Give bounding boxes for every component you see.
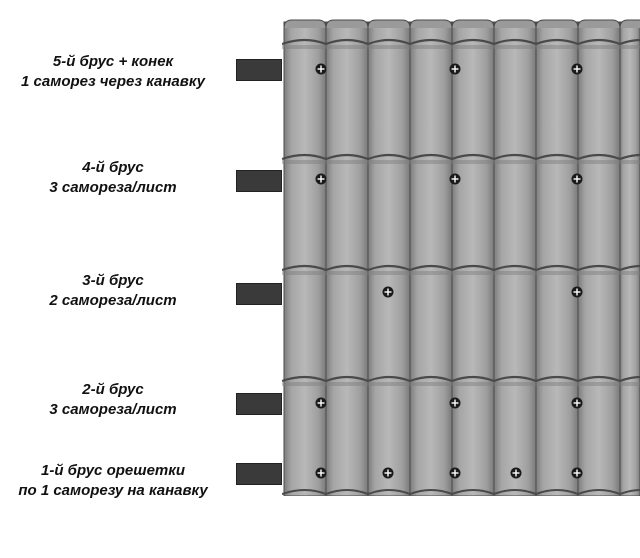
row-1-label: 1-й брус орешетки по 1 саморезу на канав… <box>0 461 228 501</box>
tile-step-line <box>282 375 640 383</box>
screw-icon <box>571 63 583 75</box>
metal-tile-roof <box>282 19 640 496</box>
roof-wave-cap <box>367 19 411 29</box>
row-5-title: 5-й брус + конек <box>52 53 174 70</box>
batten-1 <box>236 463 282 485</box>
roof-wave-column <box>283 21 327 496</box>
tile-step-shadow <box>282 45 640 49</box>
batten-2 <box>236 393 282 415</box>
roof-wave-column <box>619 21 640 496</box>
row-1-title: 1-й брус орешетки <box>40 462 186 479</box>
row-5-note: 1 саморез через канавку <box>21 73 205 90</box>
screw-icon <box>571 173 583 185</box>
row-5-label: 5-й брус + конек 1 саморез через канавку <box>0 52 228 92</box>
roof-wave-cap <box>409 19 453 29</box>
screw-icon <box>571 397 583 409</box>
roof-wave-cap <box>493 19 537 29</box>
screws <box>315 63 583 479</box>
batten-3 <box>236 283 282 305</box>
roof-wave-cap <box>619 19 640 29</box>
roof-wave-cap <box>577 19 621 29</box>
roof-wave-column <box>367 21 411 496</box>
tile-step-line <box>282 264 640 272</box>
screw-icon <box>315 63 327 75</box>
row-4-label: 4-й брус 3 самореза/лист <box>0 158 228 198</box>
roof-wave-cap <box>535 19 579 29</box>
roof-sheets <box>283 19 640 496</box>
screw-icon <box>449 467 461 479</box>
screw-icon <box>382 467 394 479</box>
batten-5 <box>236 59 282 81</box>
screw-icon <box>315 397 327 409</box>
row-2-title: 2-й брус <box>82 381 144 398</box>
screw-icon <box>510 467 522 479</box>
screw-icon <box>571 467 583 479</box>
tile-step-line <box>282 153 640 161</box>
row-3-note: 2 самореза/лист <box>49 292 177 309</box>
tile-step-shadow <box>282 382 640 386</box>
row-3-title: 3-й брус <box>82 272 144 289</box>
roof-wave-column <box>493 21 537 496</box>
row-2-note: 3 самореза/лист <box>49 401 177 418</box>
tile-step-line <box>282 38 640 46</box>
roof-wave-column <box>535 21 579 496</box>
row-2-label: 2-й брус 3 самореза/лист <box>0 380 228 420</box>
roof-wave-column <box>325 21 369 496</box>
screw-icon <box>449 63 461 75</box>
screw-icon <box>382 286 394 298</box>
row-1-note: по 1 саморезу на канавку <box>18 482 208 499</box>
screw-icon <box>571 286 583 298</box>
screw-icon <box>449 397 461 409</box>
roof-wave-column <box>451 21 495 496</box>
row-3-label: 3-й брус 2 самореза/лист <box>0 271 228 311</box>
tile-steps <box>282 38 640 496</box>
row-4-title: 4-й брус <box>82 159 144 176</box>
roof-wave-cap <box>283 19 327 29</box>
tile-step-shadow <box>282 271 640 275</box>
screw-icon <box>449 173 461 185</box>
roof-wave-cap <box>451 19 495 29</box>
roof-wave-column <box>409 21 453 496</box>
roof-wave-cap <box>325 19 369 29</box>
row-4-note: 3 самореза/лист <box>49 179 177 196</box>
screw-icon <box>315 467 327 479</box>
screw-icon <box>315 173 327 185</box>
roof-wave-column <box>577 21 621 496</box>
batten-4 <box>236 170 282 192</box>
tile-step-shadow <box>282 160 640 164</box>
roof-bottom-edge <box>282 489 640 496</box>
